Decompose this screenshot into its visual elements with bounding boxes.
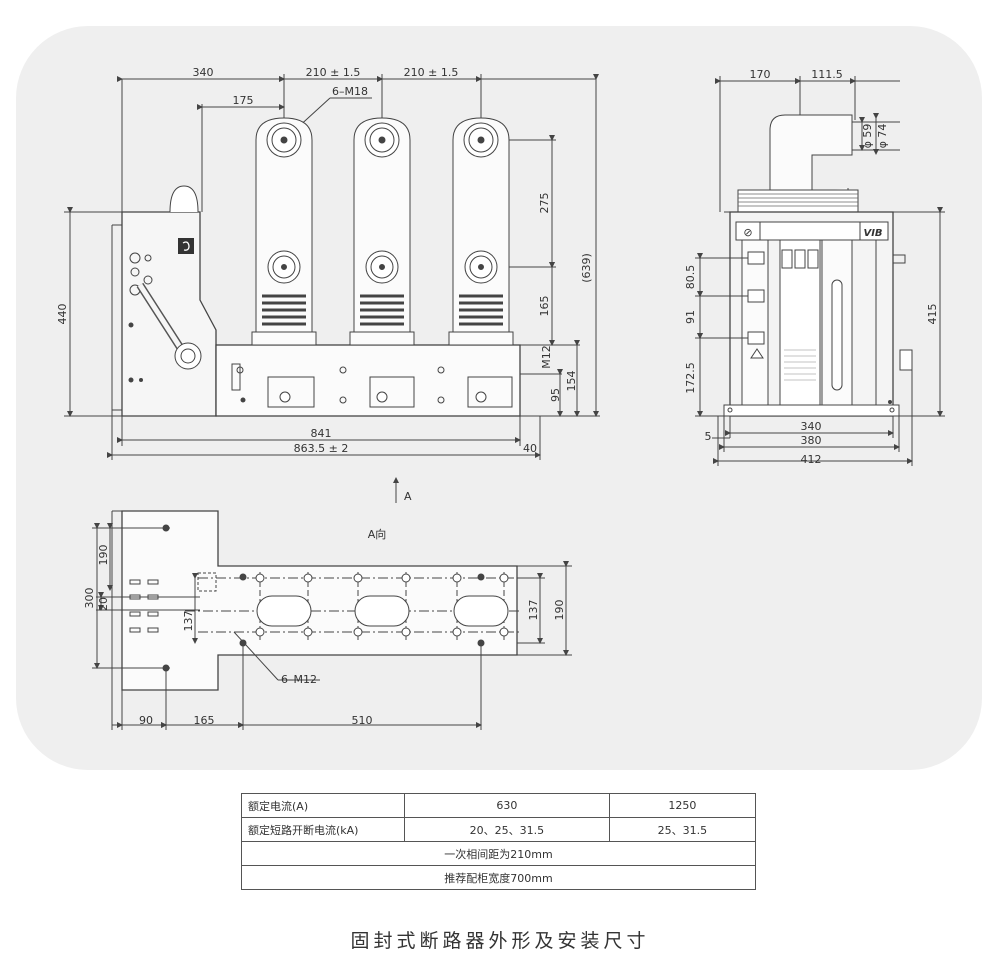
dim-91: 91 (684, 310, 697, 324)
dim-210-a: 210 ± 1.5 (306, 66, 361, 79)
brand-mark-icon: ⊘ (743, 226, 752, 239)
side-view (695, 76, 945, 466)
dim-111-5: 111.5 (811, 68, 843, 81)
side-view-dimensions: 170 111.5 φ 59 φ 74 80.5 91 172.5 415 34… (684, 68, 939, 466)
dim-210-b: 210 ± 1.5 (404, 66, 459, 79)
rated-current-1250: 1250 (608, 793, 757, 818)
pole-2 (349, 117, 415, 346)
dim-440: 440 (56, 304, 69, 325)
dim-137-left: 137 (182, 611, 195, 632)
dim-190-right: 190 (553, 600, 566, 621)
table-row: 一次相间距为210mm (241, 841, 756, 866)
vib-logo-text: VIB (863, 228, 882, 239)
dim-300: 300 (83, 588, 96, 609)
dim-510: 510 (352, 714, 373, 727)
table-row: 推荐配柜宽度700mm (241, 865, 756, 890)
dim-172-5: 172.5 (684, 362, 697, 394)
dim-m18: 6–M18 (332, 85, 368, 98)
dim-380: 380 (801, 434, 822, 447)
table-row: 额定短路开断电流(kA) 20、25、31.5 25、31.5 (241, 817, 757, 842)
dim-20: 20 (97, 597, 110, 611)
arrow-label: A (404, 490, 412, 503)
phase-spacing-note: 一次相间距为210mm (241, 841, 756, 866)
spec-table: 额定电流(A) 630 1250 额定短路开断电流(kA) 20、25、31.5… (241, 793, 757, 890)
figure-caption: 固封式断路器外形及安装尺寸 (350, 930, 650, 952)
dim-m12: M12 (540, 345, 553, 369)
dim-863: 863.5 ± 2 (294, 442, 349, 455)
breaking-current-1250: 25、31.5 (608, 817, 757, 842)
breaking-current-630: 20、25、31.5 (404, 817, 610, 842)
dim-340: 340 (193, 66, 214, 79)
dim-5: 5 (705, 430, 712, 443)
rated-current-630: 630 (404, 793, 610, 818)
cabinet-width-note: 推荐配柜宽度700mm (241, 865, 756, 890)
dim-80-5: 80.5 (684, 265, 697, 290)
dim-340-side: 340 (801, 420, 822, 433)
pole-3 (448, 117, 514, 346)
table-row: 额定电流(A) 630 1250 (241, 793, 757, 818)
bottom-view-title: A向 (368, 527, 387, 541)
view-arrow-a: A (393, 477, 412, 503)
bottom-view-dimensions: A向 190 300 20 137 137 190 6–M12 90 165 5… (83, 527, 566, 727)
dim-phi74: φ 74 (876, 124, 889, 149)
dim-165: 165 (538, 296, 551, 317)
bottom-view (92, 510, 572, 730)
dim-415: 415 (926, 304, 939, 325)
front-view-dimensions: 340 210 ± 1.5 210 ± 1.5 175 6–M18 275 (6… (56, 66, 593, 455)
rated-current-label: 额定电流(A) (241, 793, 405, 818)
dim-90: 90 (139, 714, 153, 727)
dim-95: 95 (549, 388, 562, 402)
dim-190-left: 190 (97, 545, 110, 566)
breaking-current-label: 额定短路开断电流(kA) (241, 817, 405, 842)
dim-841: 841 (311, 427, 332, 440)
dim-6-m12: 6–M12 (281, 673, 317, 686)
dim-165-bottom: 165 (194, 714, 215, 727)
dim-137-right: 137 (527, 600, 540, 621)
dim-639: (639) (580, 253, 593, 283)
pole-1 (251, 117, 317, 346)
dim-170: 170 (750, 68, 771, 81)
front-view (64, 74, 600, 460)
dim-275: 275 (538, 193, 551, 214)
dim-phi59: φ 59 (861, 124, 874, 149)
dim-175: 175 (233, 94, 254, 107)
dim-412: 412 (801, 453, 822, 466)
dim-154: 154 (565, 371, 578, 392)
dim-40: 40 (523, 442, 537, 455)
